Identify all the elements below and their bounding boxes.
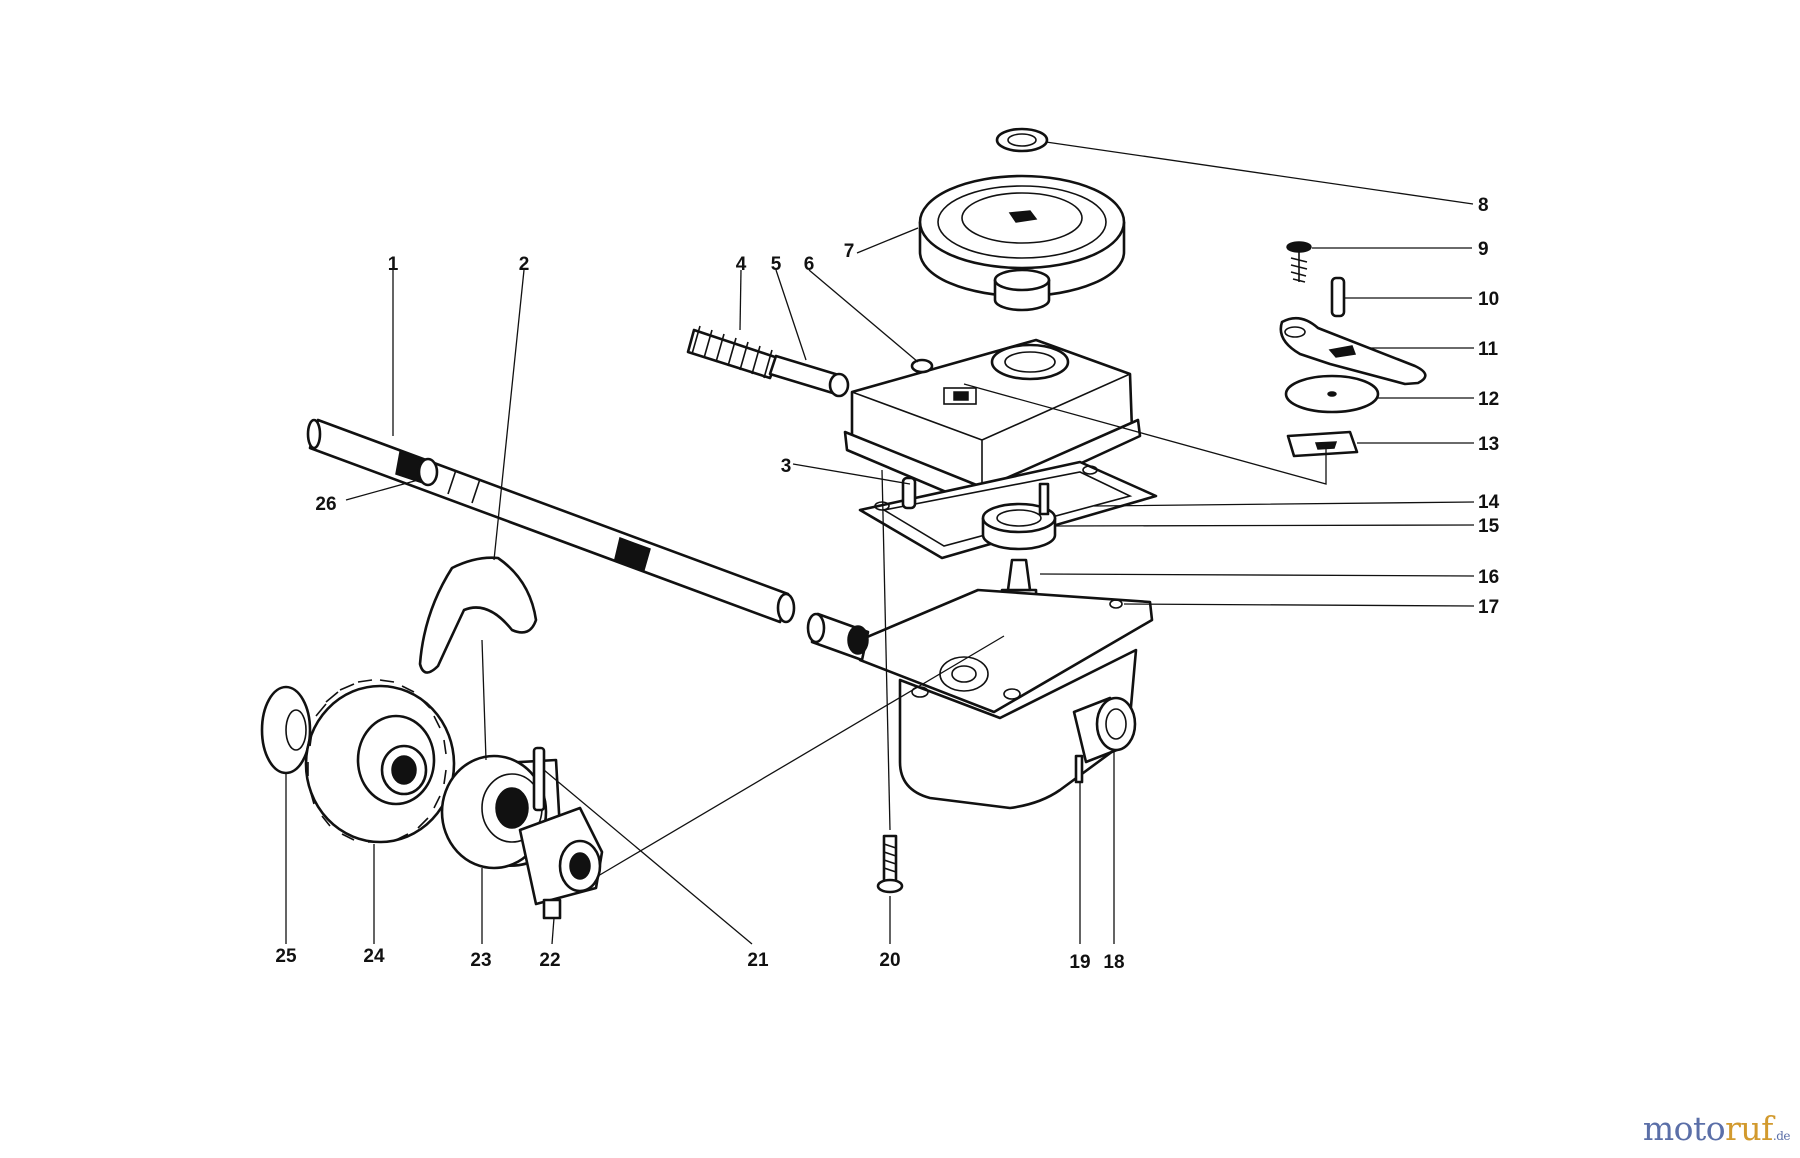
watermark-part2: ruf [1725,1109,1773,1148]
part-13-nut-plate[interactable] [1286,430,1359,458]
part-19-pin[interactable] [1074,754,1084,784]
part-12-disc[interactable] [1284,374,1380,414]
leader-20b [881,469,891,831]
callout-11: 11 [1478,339,1499,360]
part-5-plunger[interactable] [768,354,850,398]
watermark-part1: moto [1642,1109,1726,1148]
leader-22 [551,917,555,945]
part-15-bearing[interactable] [981,482,1057,551]
part-26-spacer[interactable] [395,450,439,487]
callout-18: 18 [1103,952,1124,973]
part-22-clutch-dog[interactable] [518,806,604,920]
callout-22: 22 [539,950,560,971]
callout-23: 23 [470,950,491,971]
callout-1: 1 [388,254,399,275]
leader-16 [1039,573,1475,577]
callout-26: 26 [315,494,336,515]
callout-5: 5 [771,254,782,275]
callout-14: 14 [1478,492,1500,513]
callout-6: 6 [804,254,815,275]
part-cover[interactable] [843,338,1142,510]
part-2-shift-fork[interactable] [418,556,538,674]
callout-3: 3 [781,456,792,477]
part-3-dowel-pin[interactable] [901,476,917,510]
leader-2 [493,269,525,561]
part-10-pin[interactable] [1330,276,1346,318]
callout-labels: 1 2 3 4 5 6 7 8 9 10 11 12 13 14 15 16 1… [275,195,1499,973]
part-1-axle-shaft[interactable] [306,418,796,624]
leader-22b [597,635,1005,877]
callout-15: 15 [1478,516,1500,537]
leader-17 [1123,603,1475,607]
callout-13: 13 [1478,434,1499,455]
callout-16: 16 [1478,567,1499,588]
callout-9: 9 [1478,239,1489,260]
callout-4: 4 [736,254,747,275]
callout-25: 25 [275,946,297,967]
leader-5 [775,269,807,361]
part-18-bushing[interactable] [1072,696,1137,764]
leader-14 [963,383,1475,507]
callout-19: 19 [1069,952,1090,973]
leader-4 [739,269,742,331]
callout-20: 20 [879,950,900,971]
callout-8: 8 [1478,195,1489,216]
part-8-seal-ring[interactable] [995,127,1049,153]
leader-3 [792,463,911,485]
leader-21 [543,769,753,945]
leader-7 [856,227,919,254]
leader-8 [1045,141,1474,205]
leader-lines [285,141,1475,945]
part-24-spur-gear[interactable] [304,679,456,844]
callout-17: 17 [1478,597,1499,618]
part-25-washer[interactable] [260,685,312,775]
callout-2: 2 [519,254,530,275]
part-4-spring[interactable] [686,325,780,380]
part-20-bolt[interactable] [876,834,904,894]
leader-26 [345,479,419,501]
leader-2b [481,639,487,761]
callout-7: 7 [844,241,855,262]
leader-6 [808,269,919,363]
part-9-screw[interactable] [1286,241,1312,283]
leader-15 [1053,524,1475,527]
callout-24: 24 [363,946,385,967]
watermark-part3: .de [1772,1129,1791,1143]
watermark-logo: motoruf.de [1642,1109,1791,1148]
part-11-lever-plate[interactable] [1279,316,1427,386]
part-21-roll-pin[interactable] [532,746,546,812]
callout-21: 21 [747,950,769,971]
part-bushing-shaft[interactable] [806,612,870,662]
callout-12: 12 [1478,389,1499,410]
part-6-plug[interactable] [910,358,934,374]
part-7-pulley[interactable] [918,174,1126,312]
callout-10: 10 [1478,289,1499,310]
